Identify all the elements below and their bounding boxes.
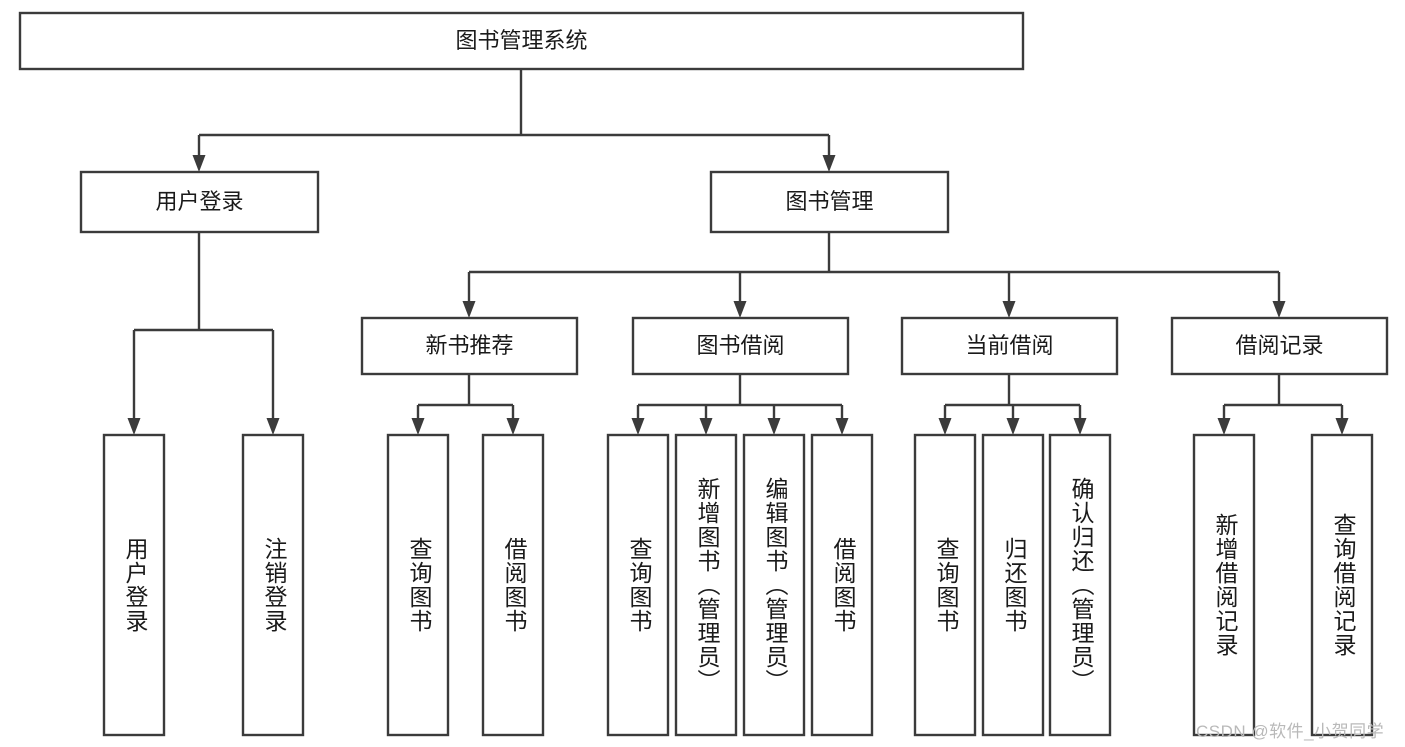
arrowhead-drop-leaf-user-login [127,418,141,435]
arrowhead-drop-user-login [192,155,206,172]
csdn-watermark: CSDN @软件_小贺同学 [1196,722,1385,741]
arrowhead-drop-br-1 [1217,418,1231,435]
node-box-leaf-add-borrow-record [1192,433,1256,737]
node-box-leaf-query-book-current [913,433,977,737]
arrowhead-drop-br-2 [1335,418,1349,435]
arrowhead-drop-bb-4 [835,418,849,435]
arrowhead-drop-leaf-logout [266,418,280,435]
node-box-leaf-borrow-book [810,433,874,737]
node-box-leaf-return-book [981,433,1045,737]
node-box-root [18,11,1025,71]
node-box-user-login [79,170,320,234]
node-label-user-login: 用户登录 [155,189,243,214]
arrowhead-drop-nb-2 [506,418,520,435]
node-box-leaf-borrow-book-rec [481,433,545,737]
node-box-leaf-logout-login [241,433,305,737]
node-boxes-layer [18,11,1389,737]
node-box-book-borrow [631,316,850,376]
arrowhead-drop-current-borrow [1002,301,1016,318]
node-label-new-book-recommend: 新书推荐 [425,333,513,358]
arrowhead-drop-cb-2 [1006,418,1020,435]
node-box-leaf-user-login [102,433,166,737]
node-label-root: 图书管理系统 [455,28,587,53]
arrowhead-drop-cb-1 [938,418,952,435]
arrowhead-drop-bb-2 [699,418,713,435]
node-box-leaf-edit-book-admin [742,433,806,737]
arrowhead-drop-book-manage [822,155,836,172]
node-label-book-manage: 图书管理 [785,189,873,214]
arrowhead-drop-book-borrow [733,301,747,318]
node-box-borrow-record [1170,316,1389,376]
node-box-book-manage [709,170,950,234]
node-box-leaf-add-book-admin [674,433,738,737]
node-label-current-borrow: 当前借阅 [965,333,1053,358]
node-box-current-borrow [900,316,1119,376]
node-label-book-borrow: 图书借阅 [696,333,784,358]
arrowhead-drop-nb-1 [411,418,425,435]
node-label-borrow-record: 借阅记录 [1235,333,1323,358]
arrowhead-drop-bb-1 [631,418,645,435]
arrowhead-drop-borrow-record [1272,301,1286,318]
node-box-new-book-recommend [360,316,579,376]
node-box-leaf-query-borrow-record [1310,433,1374,737]
arrowhead-drop-new-book [462,301,476,318]
connectors-layer [127,69,1349,435]
node-box-leaf-query-book-rec [386,433,450,737]
node-box-leaf-query-book-borrow [606,433,670,737]
arrowhead-drop-bb-3 [767,418,781,435]
arrowhead-drop-cb-3 [1073,418,1087,435]
node-box-leaf-confirm-return-admin [1048,433,1112,737]
